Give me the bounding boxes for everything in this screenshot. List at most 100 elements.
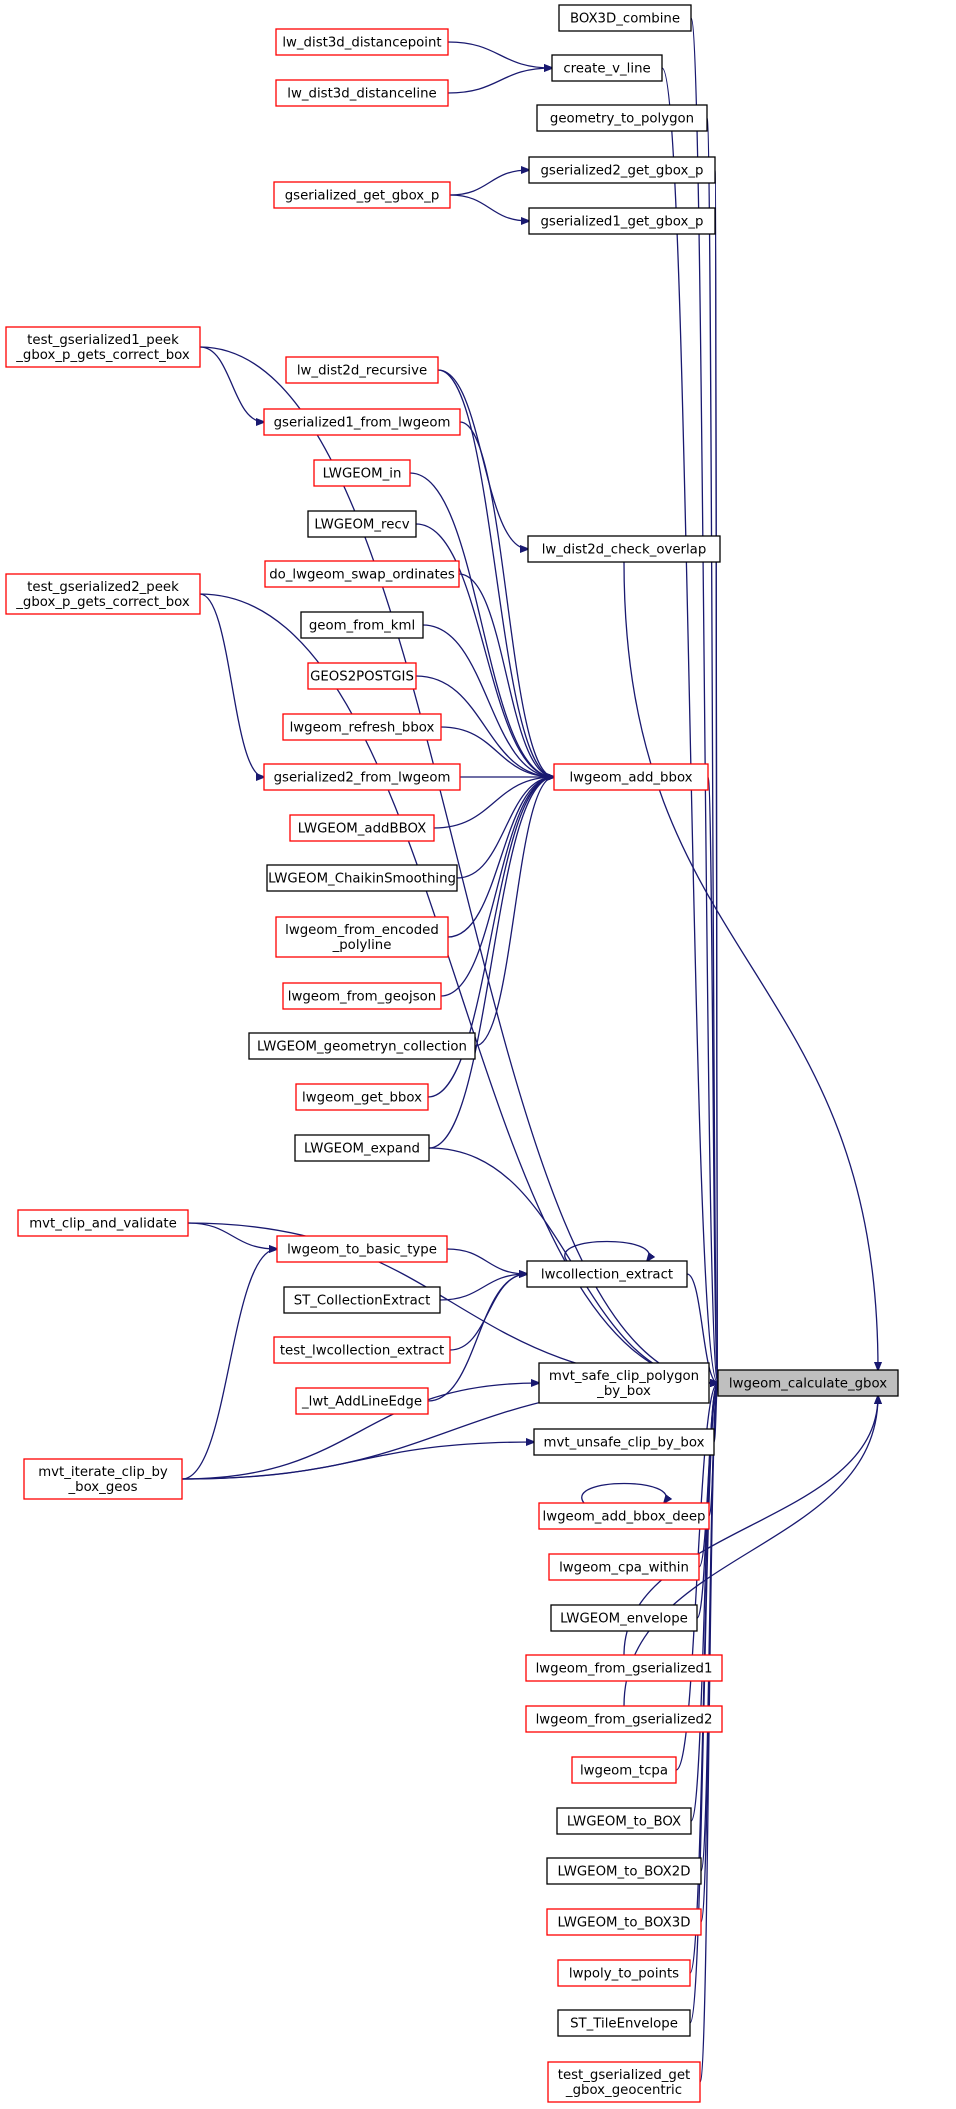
node-label: _box_geos [67,1480,137,1495]
node-box [571,1756,677,1784]
node-test-gserialized2-peek-gbox-p-gets-correct-box[interactable]: test_gserialized2_peek_gbox_p_gets_corre… [5,573,201,615]
node-mvt-clip-and-validate[interactable]: mvt_clip_and_validate [17,1209,189,1237]
node-lwgeom-chaikinsmoothing[interactable]: LWGEOM_ChaikinSmoothing [266,864,458,892]
call-edge [689,1383,718,2024]
node-label: geometry_to_polygon [550,112,694,127]
node-lwgeom-from-gserialized1[interactable]: lwgeom_from_gserialized1 [525,1654,723,1682]
node-box [275,916,449,958]
node-lwgeom-tcpa[interactable]: lwgeom_tcpa [571,1756,677,1784]
node-lwgeom-envelope[interactable]: LWGEOM_envelope [550,1604,698,1632]
node-label: LWGEOM_geometryn_collection [257,1040,467,1055]
node-lwgeom-geometryn-collection[interactable]: LWGEOM_geometryn_collection [248,1032,476,1060]
node-lwgeom-to-box2d[interactable]: LWGEOM_to_BOX2D [546,1857,702,1885]
node-label: mvt_iterate_clip_by [38,1465,168,1480]
node-label: lwgeom_from_geojson [288,990,436,1005]
node-box [276,1235,448,1263]
node-label: BOX3D_combine [570,12,680,27]
node-lw-dist2d-check-overlap[interactable]: lw_dist2d_check_overlap [527,535,721,563]
node-box [556,1807,692,1835]
node-lwgeom-expand[interactable]: LWGEOM_expand [294,1134,430,1162]
node-label: _gbox_geocentric [565,2083,682,2098]
node-label: lwgeom_add_bbox_deep [543,1510,706,1525]
node-gserialized1-from-lwgeom[interactable]: gserialized1_from_lwgeom [263,408,461,436]
node-lwgeom-recv[interactable]: LWGEOM_recv [307,510,417,538]
node-box3d-combine[interactable]: BOX3D_combine [558,4,692,32]
node-gserialized2-from-lwgeom[interactable]: gserialized2_from_lwgeom [263,763,461,791]
node-label: LWGEOM_in [323,467,402,482]
call-edge [458,573,554,777]
call-edge [439,1274,527,1301]
node-lwgeom-in[interactable]: LWGEOM_in [313,459,411,487]
node-test-gserialized-get-gbox-geocentric[interactable]: test_gserialized_get_gbox_geocentric [547,2061,701,2103]
node-lw-dist3d-distancepoint[interactable]: lw_dist3d_distancepoint [275,28,449,56]
node-box [283,1286,441,1314]
node-lwgeom-to-box[interactable]: LWGEOM_to_BOX [556,1807,692,1835]
node-box [295,1083,429,1111]
node-label: GEOS2POSTGIS [310,670,414,685]
node-geos2postgis[interactable]: GEOS2POSTGIS [307,662,417,690]
node-label: test_gserialized_get [558,2068,691,2083]
node-label: test_gserialized2_peek [27,580,179,595]
node-lwgeom-addbbox[interactable]: LWGEOM_addBBOX [289,814,435,842]
call-edge [715,220,718,1383]
node-label: LWGEOM_recv [314,518,409,533]
call-edge [707,776,718,1383]
node-lwcollection-extract[interactable]: lwcollection_extract [526,1260,688,1288]
node-layer: lwgeom_calculate_gbox BOX3D_combinecreate… [5,4,899,2103]
node-box [528,156,716,184]
node-lw-dist3d-distanceline[interactable]: lw_dist3d_distanceline [275,79,449,107]
node-st-tileenvelope[interactable]: ST_TileEnvelope [557,2009,691,2037]
node-lwgeom-from-geojson[interactable]: lwgeom_from_geojson [282,982,442,1010]
node-label: lwcollection_extract [541,1268,673,1283]
node-box [525,1654,723,1682]
call-edge [449,194,529,221]
node-label: lw_dist2d_recursive [297,364,427,379]
node-box [285,356,439,384]
node-geom-from-kml[interactable]: geom_from_kml [300,611,424,639]
node-label: lwgeom_add_bbox [569,771,692,786]
node-mvt-safe-clip-polygon-by-box[interactable]: mvt_safe_clip_polygon_by_box [538,1362,710,1404]
node-lwgeom-add-bbox[interactable]: lwgeom_add_bbox [553,763,709,791]
node-lwgeom-to-basic-type[interactable]: lwgeom_to_basic_type [276,1235,448,1263]
node-label: lw_dist2d_check_overlap [542,543,707,558]
node-lwt-addlineedge[interactable]: _lwt_AddLineEdge [295,1387,429,1415]
node-box [248,1032,476,1060]
node-label: gserialized_get_gbox_p [285,189,440,204]
node-gserialized2-get-gbox-p[interactable]: gserialized2_get_gbox_p [528,156,716,184]
node-test-lwcollection-extract[interactable]: test_lwcollection_extract [273,1336,451,1364]
call-edge [187,1222,277,1249]
call-edge [199,593,264,777]
node-box [263,763,461,791]
node-lwgeom-get-bbox[interactable]: lwgeom_get_bbox [295,1083,429,1111]
node-mvt-iterate-clip-by-box-geos[interactable]: mvt_iterate_clip_by_box_geos [23,1458,183,1500]
node-box [546,1908,702,1936]
node-lwpoly-to-points[interactable]: lwpoly_to_points [557,1959,691,1987]
node-st-collectionextract[interactable]: ST_CollectionExtract [283,1286,441,1314]
node-lwgeom-from-gserialized2[interactable]: lwgeom_from_gserialized2 [525,1705,723,1733]
node-create-v-line[interactable]: create_v_line [551,54,663,82]
call-edge [181,1383,539,1480]
node-label: create_v_line [563,62,650,77]
node-lwgeom-from-encoded-polyline[interactable]: lwgeom_from_encoded_polyline [275,916,449,958]
node-box [548,1553,700,1581]
node-box [307,510,417,538]
node-gserialized-get-gbox-p[interactable]: gserialized_get_gbox_p [273,181,451,209]
node-label: lwgeom_calculate_gbox [729,1377,887,1392]
node-lwgeom-cpa-within[interactable]: lwgeom_cpa_within [548,1553,700,1581]
node-lw-dist2d-recursive[interactable]: lw_dist2d_recursive [285,356,439,384]
node-gserialized1-get-gbox-p[interactable]: gserialized1_get_gbox_p [528,207,716,235]
node-lwgeom-refresh-bbox[interactable]: lwgeom_refresh_bbox [282,713,442,741]
node-label: lwgeom_get_bbox [302,1091,422,1106]
node-do-lwgeom-swap-ordinates[interactable]: do_lwgeom_swap_ordinates [264,560,460,588]
node-mvt-unsafe-clip-by-box[interactable]: mvt_unsafe_clip_by_box [533,1428,715,1456]
node-box [295,1387,429,1415]
call-edge [422,624,554,777]
node-geometry-to-polygon[interactable]: geometry_to_polygon [536,104,708,132]
node-test-gserialized1-peek-gbox-p-gets-correct-box[interactable]: test_gserialized1_peek_gbox_p_gets_corre… [5,326,201,368]
node-lwgeom-add-bbox-deep[interactable]: lwgeom_add_bbox_deep [538,1502,710,1530]
node-lwgeom-to-box3d[interactable]: LWGEOM_to_BOX3D [546,1908,702,1936]
node-label: gserialized1_get_gbox_p [540,215,703,230]
node-box [538,1502,710,1530]
node-label: lwgeom_from_gserialized1 [536,1662,713,1677]
node-box [273,1336,451,1364]
